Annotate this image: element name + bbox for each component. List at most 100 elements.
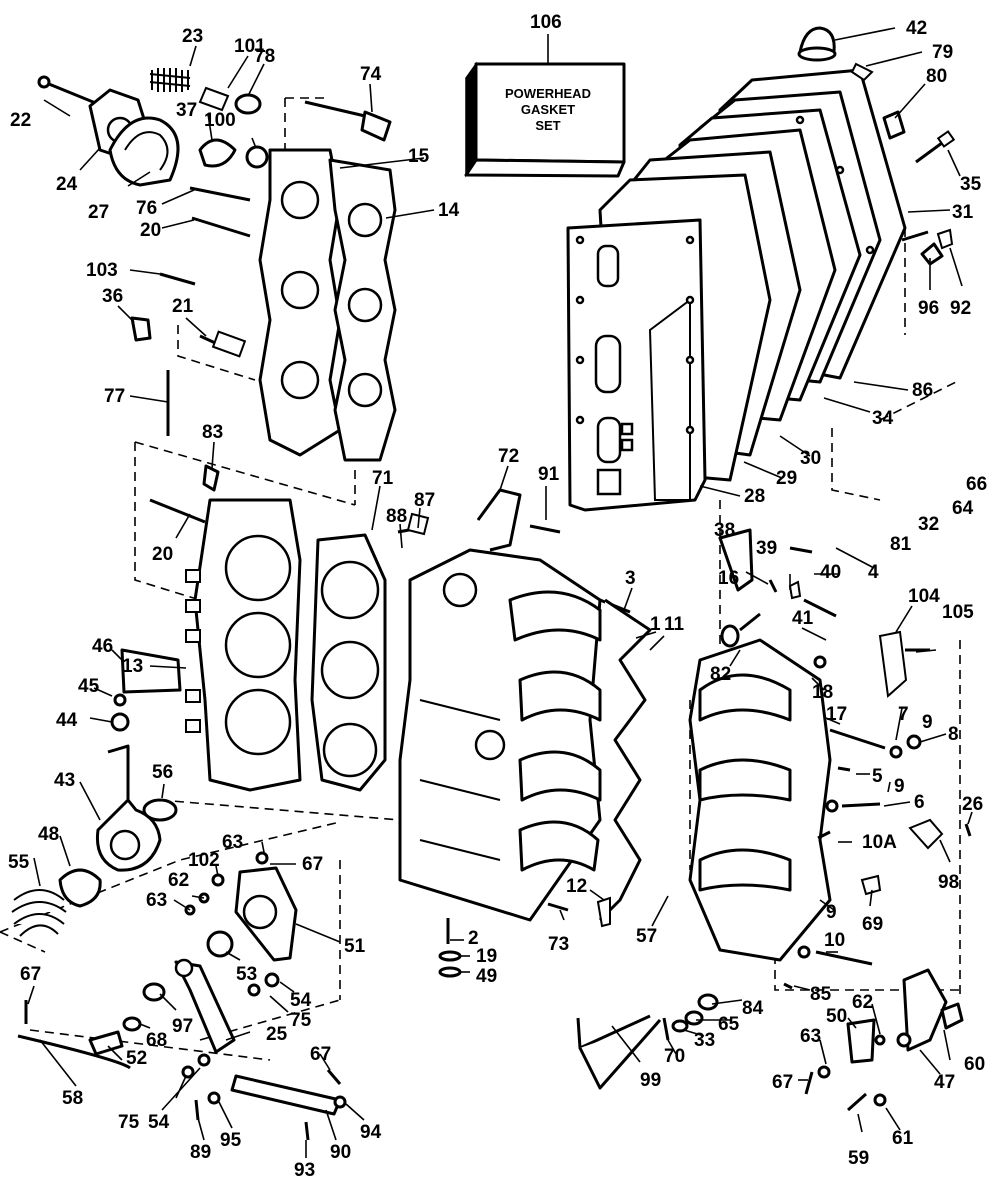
callout-86: 86 (912, 380, 933, 401)
callout-16: 16 (718, 568, 739, 589)
callout-63b: 63 (146, 890, 167, 911)
callout-98: 98 (938, 872, 959, 893)
callout-100: 100 (204, 110, 236, 131)
callout-22: 22 (10, 110, 31, 131)
callout-9b: 9 (894, 776, 905, 797)
callout-105: 105 (942, 602, 974, 623)
callout-103: 103 (86, 260, 118, 281)
callout-88: 88 (386, 506, 407, 527)
callout-62a: 62 (168, 870, 189, 891)
callout-7: 7 (898, 704, 909, 725)
box-label-line3: SET (535, 118, 560, 133)
callout-106: 106 (530, 12, 562, 33)
callout-59: 59 (848, 1148, 869, 1169)
crankcase-cover (688, 528, 972, 990)
callout-79: 79 (932, 42, 953, 63)
callout-97: 97 (172, 1016, 193, 1037)
callout-32: 32 (918, 514, 939, 535)
callout-53: 53 (236, 964, 257, 985)
callout-66: 66 (966, 474, 987, 495)
callout-24: 24 (56, 174, 78, 195)
callout-54b: 54 (148, 1112, 170, 1133)
crankcase (398, 488, 652, 978)
callout-67b: 67 (20, 964, 41, 985)
callout-25: 25 (266, 1024, 288, 1045)
callout-63a: 63 (222, 832, 243, 853)
callout-48: 48 (38, 824, 59, 845)
callout-42: 42 (906, 18, 927, 39)
callout-84: 84 (742, 998, 764, 1019)
callout-58: 58 (62, 1088, 83, 1109)
callout-62b: 62 (852, 992, 873, 1013)
callout-81: 81 (890, 534, 912, 555)
callout-6: 6 (914, 792, 925, 813)
callout-75a: 75 (290, 1010, 312, 1031)
callout-9a: 9 (922, 712, 933, 733)
callout-19: 19 (476, 946, 497, 967)
callout-47: 47 (934, 1072, 955, 1093)
callout-10a: 10A (862, 832, 897, 853)
callout-69: 69 (862, 914, 883, 935)
callout-61: 61 (892, 1128, 914, 1149)
callout-38: 38 (714, 520, 735, 541)
callout-20a: 20 (140, 220, 161, 241)
callout-50: 50 (826, 1006, 847, 1027)
callout-28: 28 (744, 486, 765, 507)
callout-94: 94 (360, 1122, 382, 1143)
box-label-line1: POWERHEAD (505, 86, 591, 101)
callout-65: 65 (718, 1014, 740, 1035)
callout-67a: 67 (302, 854, 323, 875)
callout-72: 72 (498, 446, 519, 467)
callout-95: 95 (220, 1130, 242, 1151)
callout-71: 71 (372, 468, 394, 489)
callout-92: 92 (950, 298, 971, 319)
callout-67d: 67 (772, 1072, 793, 1093)
callout-1: 1 (650, 614, 661, 635)
callout-20b: 20 (152, 544, 173, 565)
callout-80: 80 (926, 66, 947, 87)
callout-18: 18 (812, 682, 833, 703)
callout-3: 3 (625, 568, 636, 589)
callout-15: 15 (408, 146, 430, 167)
callout-55: 55 (8, 852, 30, 873)
callout-51: 51 (344, 936, 366, 957)
callout-74: 74 (360, 64, 382, 85)
callout-60: 60 (964, 1054, 985, 1075)
assembly-lines (0, 97, 961, 1061)
callout-17: 17 (826, 704, 847, 725)
callout-52: 52 (126, 1048, 147, 1069)
callout-31: 31 (952, 202, 974, 223)
callout-13: 13 (122, 656, 143, 677)
thermostat-cover-parts (37, 68, 392, 187)
callout-56: 56 (152, 762, 173, 783)
callout-29: 29 (776, 468, 797, 489)
callout-101: 101 (234, 36, 266, 57)
exhaust-cover-stack (566, 68, 907, 512)
callout-36: 36 (102, 286, 123, 307)
callout-78: 78 (254, 46, 275, 67)
callout-45: 45 (78, 676, 100, 697)
leader-lines (27, 27, 973, 1158)
callout-73: 73 (548, 934, 569, 955)
callout-8: 8 (948, 724, 959, 745)
powerhead-gasket-set-box: POWERHEAD GASKET SET (464, 61, 626, 178)
callout-40: 40 (820, 562, 841, 583)
callout-37: 37 (176, 100, 197, 121)
callout-91: 91 (538, 464, 560, 485)
callout-39: 39 (756, 538, 777, 559)
callout-67c: 67 (310, 1044, 331, 1065)
callout-93: 93 (294, 1160, 315, 1181)
callout-99: 99 (640, 1070, 661, 1091)
callout-57: 57 (636, 926, 657, 947)
callout-numbers: 1 2 3 4 5 6 7 8 9 9 9 10 10A 11 12 13 14… (8, 12, 987, 1181)
callout-64: 64 (952, 498, 974, 519)
callout-87: 87 (414, 490, 435, 511)
callout-85: 85 (810, 984, 832, 1005)
callout-89: 89 (190, 1142, 211, 1163)
callout-46: 46 (92, 636, 113, 657)
callout-77: 77 (104, 386, 125, 407)
callout-23: 23 (182, 26, 203, 47)
callout-70: 70 (664, 1046, 685, 1067)
callout-27: 27 (88, 202, 109, 223)
